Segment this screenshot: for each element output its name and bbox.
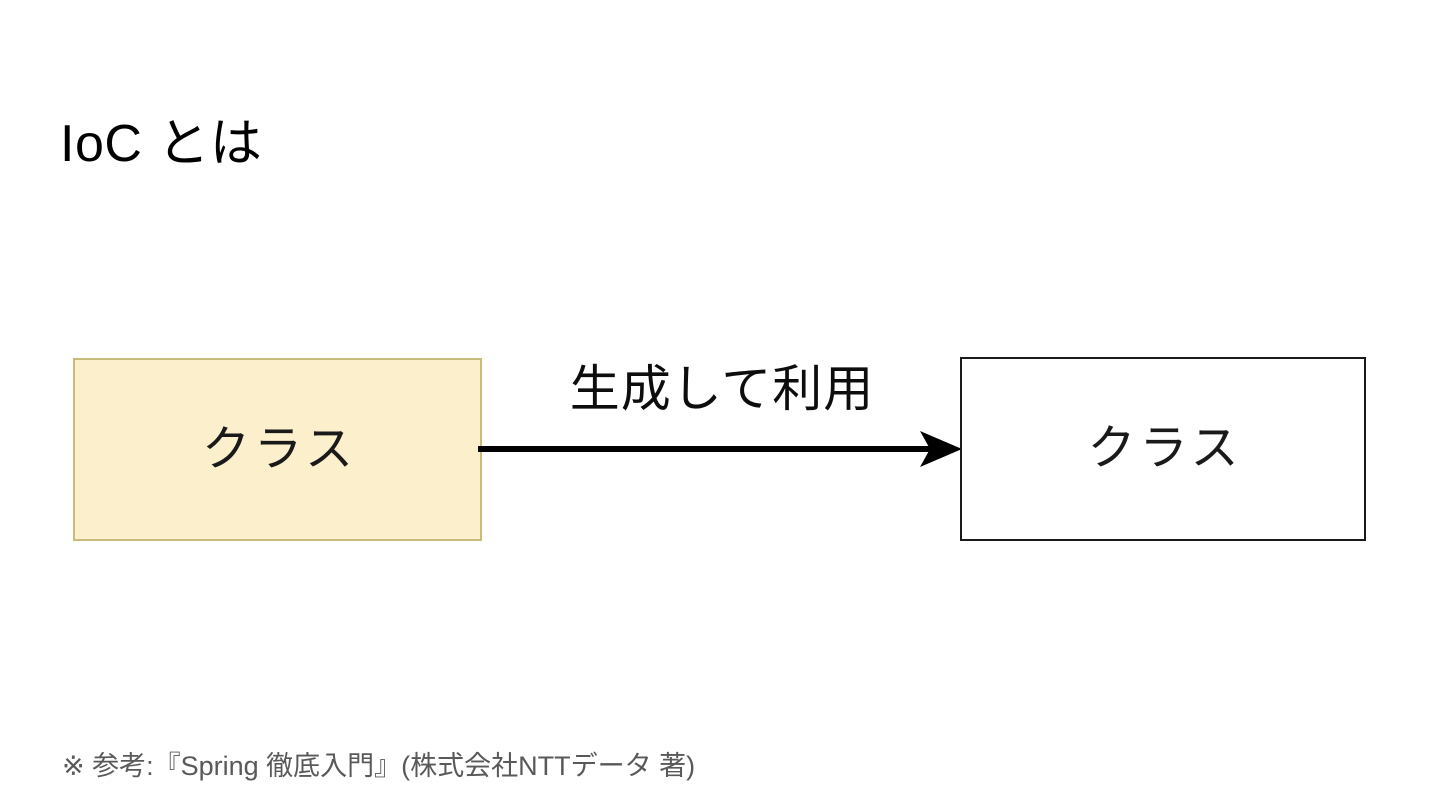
footnote-reference: ※ 参考:『Spring 徹底入門』(株式会社NTTデータ 著) <box>62 751 696 781</box>
node-label-target-class: クラス <box>1087 422 1243 475</box>
page-title: IoC とは <box>60 114 263 173</box>
node-label-source-class: クラス <box>201 422 358 476</box>
diagram-node-source-class[interactable]: クラス <box>73 358 482 541</box>
arrow-label-create-and-use: 生成して利用 <box>569 361 875 417</box>
arrow-create-and-use-icon <box>478 431 962 467</box>
diagram-node-target-class[interactable]: クラス <box>960 357 1366 541</box>
